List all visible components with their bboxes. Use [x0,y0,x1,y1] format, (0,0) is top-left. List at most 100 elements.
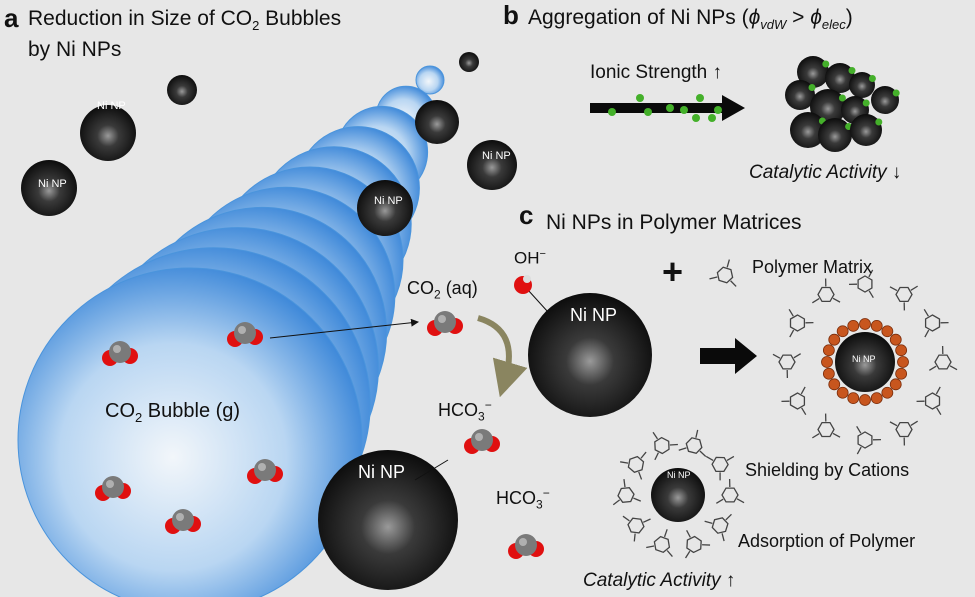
co2-molecule-icon [227,322,263,347]
polymer-icon [811,278,841,304]
polymer-icon [652,431,678,461]
np-label: Ni NP [38,178,67,190]
subscript: 2 [252,18,260,34]
co2-aq-label: CO2 (aq) [407,278,478,302]
np-large-label: Ni NP [570,305,618,325]
panel-a-title-line2: by Ni NPs [28,38,122,61]
cation-icon [828,378,841,391]
diffusion-arrow [269,318,419,339]
panel-a-title: Reduction in Size of CO2 Bubbles [28,7,341,33]
ionic-strength-label: Ionic Strength ↑ [590,62,723,83]
ion-icon [862,99,870,107]
cation-icon [821,356,833,368]
ion-icon [714,106,722,114]
polymer-icon [772,353,802,379]
cation-icon [870,392,883,405]
ni-np [415,100,459,144]
panel-c-letter: c [519,200,534,230]
title-text: Bubbles [259,7,342,30]
np-label: Ni NP [482,150,511,162]
cation-icon [889,378,902,391]
ni-np [849,72,875,98]
hco3-label: HCO3− [496,486,550,512]
hydroxide-label: OH− [514,248,546,269]
hco3-label: HCO3− [438,398,492,424]
cation-icon [836,325,849,338]
t: Bubble (g) [142,400,241,422]
polymer-matrix-label: Polymer Matrix [752,257,873,277]
co2-molecule-icon [427,311,463,336]
polymer-icon [856,425,882,455]
co2-bubble [17,267,363,597]
cation-icon [889,333,902,346]
polymer-icon [928,345,958,371]
cation-icon [895,367,908,380]
ion-icon [680,106,688,114]
result-arrow [700,338,757,374]
polymer-icon [916,386,942,416]
activity-decrease-label: Catalytic Activity ↓ [749,162,902,183]
phi: ϕ [748,6,761,29]
ion-icon [696,94,704,102]
ion-icon [644,108,652,116]
bubble-label: CO2 Bubble (g) [105,400,240,425]
co2-molecule-icon [464,429,500,454]
polymer-icon [678,429,707,457]
cation-icon [881,325,894,338]
cation-icon [822,344,835,357]
polymer-icon [889,420,919,446]
ion-icon [666,104,674,112]
ni-np [790,112,826,148]
bond-line [527,289,549,313]
ni-nanoparticles [21,52,895,590]
ni-np [459,52,479,72]
co2-molecule-icon [508,534,544,559]
ion-icon [708,114,716,122]
polymer-icon [781,386,807,416]
superscript: − [539,248,546,260]
ni-np [80,105,136,161]
cation-icon [828,333,841,346]
ion-icon [808,84,816,91]
ni-np [651,468,705,522]
np-large-label: Ni NP [358,462,406,482]
polymer-icon [620,451,647,480]
panel-b-title: Aggregation of Ni NPs (ϕvdW > ϕelec) [528,6,853,32]
activity-increase-label: Catalytic Activity ↑ [583,570,736,591]
panel-c-title: Ni NPs in Polymer Matrices [546,211,802,234]
np-label: Ni NP [852,354,876,364]
phi: ϕ [810,6,822,29]
co2-bubble [415,65,445,95]
subscript: 2 [135,410,143,425]
polymer-icon [684,529,711,559]
co2-molecule-icon [95,476,131,501]
conversion-curved-arrow [477,315,528,398]
polymer-icon [788,308,814,338]
ion-icon [868,75,876,82]
cation-icon [836,386,849,399]
polymer-icon [646,529,673,557]
ni-np [797,56,829,88]
polymer-icon [923,308,949,338]
ion-icon [608,108,616,116]
ni-np [785,80,815,110]
ni-np [818,118,852,152]
polymer-icon [709,259,737,287]
polymer-icon [715,478,745,504]
cation-icon [881,386,894,399]
co2-molecule-icon [102,341,138,366]
ni-np [528,293,652,417]
subscript: 2 [434,287,441,302]
cation-icon [859,318,871,330]
ni-np [21,160,77,216]
t: Aggregation of Ni NPs ( [528,6,749,29]
np-label: Ni NP [97,100,126,112]
polymer-icon [622,515,651,542]
ni-np [357,180,413,236]
adsorption-label: Adsorption of Polymer [738,531,916,551]
ni-np [850,114,882,146]
polymer-icon [704,513,732,542]
t: ) [845,6,853,29]
plus-icon: + [662,251,684,292]
